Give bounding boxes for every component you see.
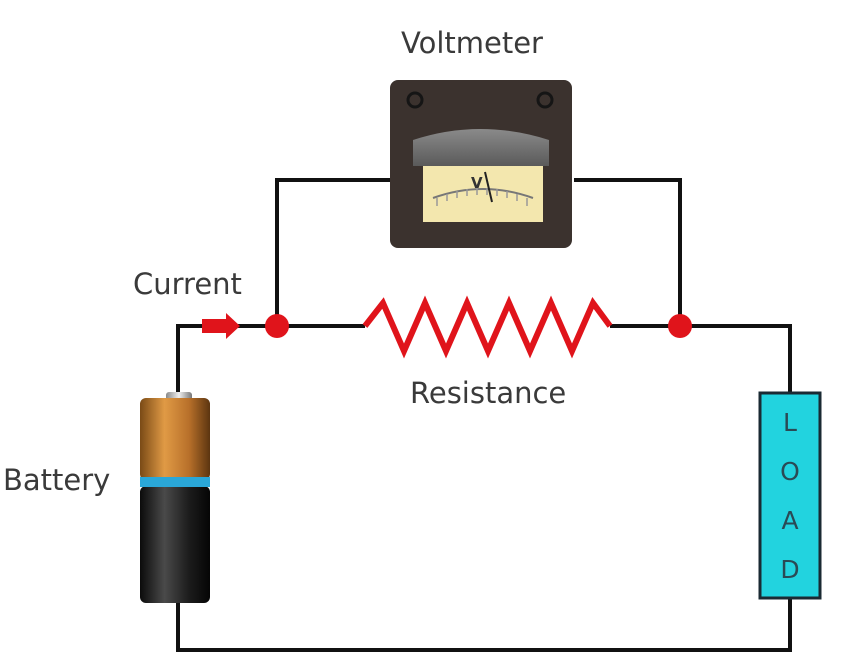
wire-right-bottom [176, 598, 792, 652]
meter-symbol: V [471, 174, 483, 192]
battery-top [140, 398, 210, 480]
battery-label: Battery [3, 463, 111, 497]
junction-dot-right [668, 314, 692, 338]
wires [176, 178, 792, 652]
meter-scale-ticks [436, 188, 528, 206]
current-arrow-icon [202, 313, 240, 339]
meter-face [423, 166, 543, 222]
wire-left-top [176, 324, 202, 400]
load-letter-o: O [780, 457, 800, 486]
meter-scale-arc [432, 188, 534, 199]
load-letter-d: D [780, 555, 800, 584]
wire-voltmeter-left [275, 178, 392, 326]
battery [140, 392, 210, 603]
terminal-right-icon [536, 91, 554, 109]
current-label: Current [133, 267, 242, 301]
battery-bottom [140, 486, 210, 603]
wire-right-top [680, 324, 792, 393]
terminal-left-icon [406, 91, 424, 109]
load-letter-l: L [783, 408, 797, 437]
junction-dot-left [265, 314, 289, 338]
resistor-zigzag [362, 295, 613, 359]
battery-band [140, 477, 210, 487]
resistance-label: Resistance [410, 376, 567, 410]
load-letter-a: A [781, 506, 799, 535]
meter-hood [413, 129, 549, 166]
load-box [758, 391, 822, 600]
voltmeter: V [390, 80, 572, 248]
voltmeter-label: Voltmeter [401, 26, 543, 60]
wire-voltmeter-right [574, 178, 682, 326]
meter-needle [484, 171, 493, 203]
